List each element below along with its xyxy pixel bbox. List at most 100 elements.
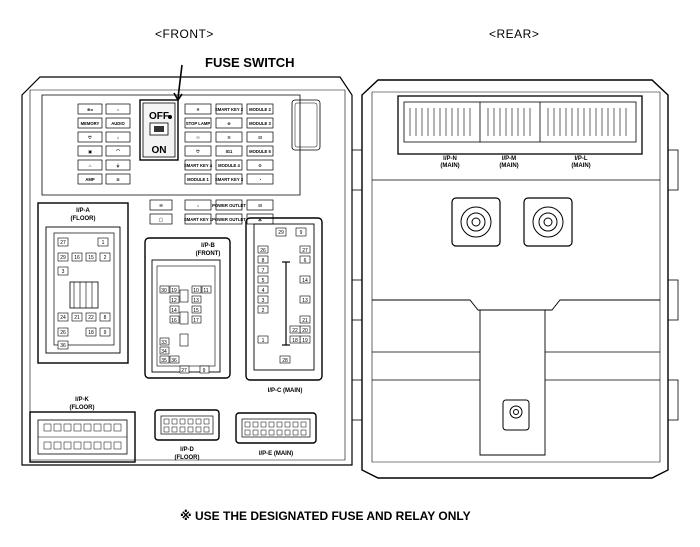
ipc-pin: 9 (300, 230, 303, 236)
connector-ipb (144, 237, 231, 379)
fuse-icon-mirror-2: ⊟ (258, 203, 262, 208)
ipa-pin: 26 (60, 330, 66, 336)
ipc-pin: 2 (262, 308, 265, 314)
fuse-icon-heater: ♨ (88, 163, 92, 168)
ipa-pin: 15 (88, 255, 94, 261)
front-view-title: <FRONT> (155, 27, 214, 41)
connector-ipd (154, 409, 220, 441)
ipc-pin: 3 (262, 298, 265, 304)
ipa-pin: 22 (88, 315, 94, 321)
fuse-icon-wiper: ⌒ (115, 148, 121, 154)
ipa-pin: 16 (74, 255, 80, 261)
ipb-pin: 14 (171, 308, 177, 314)
ipb-pin: 19 (171, 288, 177, 294)
ipa-pin: 24 (60, 315, 66, 321)
fuse-module-3: MODULE 3 (249, 121, 271, 126)
ipb-pin: 33 (161, 340, 167, 346)
fuse-usage-note: ※ USE THE DESIGNATED FUSE AND RELAY ONLY (180, 509, 471, 523)
ipb-pin: 16 (171, 318, 177, 324)
connector-ipc (245, 217, 323, 381)
fuse-icon-airbag: ⚇ (196, 135, 200, 140)
ipb-pin: 34 (161, 349, 167, 355)
ipa-pin: 8 (104, 315, 107, 321)
fuse-grid-bottom (149, 199, 274, 225)
rear-view-title: <REAR> (489, 27, 540, 41)
fuse-icon-gear: ⚙ (258, 163, 262, 168)
fuse-icon-steering: ⊛ (227, 121, 231, 126)
fuse-icon-fan: ✲ (227, 135, 231, 140)
connector-ipa-name: I/P-A (76, 208, 90, 214)
ipc-pin: 20 (302, 328, 308, 334)
fuse-icon-washer: ⏚ (116, 162, 120, 169)
ipa-pin: 27 (60, 240, 66, 246)
ipb-pin: 27 (181, 368, 187, 374)
connector-ipc-name: I/P-C (MAIN) (268, 388, 303, 394)
ipa-pin: 9 (104, 330, 107, 336)
connector-ipe (235, 412, 317, 444)
ipc-pin: 27 (302, 248, 308, 254)
ipb-pin: 9 (203, 368, 206, 374)
fuse-module-4: MODULE 4 (218, 163, 240, 168)
fuse-panel (41, 94, 301, 196)
ipb-pin: 35 (161, 358, 167, 364)
fuse-power-outlet: POWER OUTLET (212, 203, 246, 208)
ipb-pin: 13 (193, 298, 199, 304)
fuse-icon-door: ⊡ (258, 135, 262, 140)
fuse-icon-mirror: ▣ (88, 149, 92, 154)
connector-ipe-name: I/P-E (MAIN) (259, 451, 293, 457)
fuse-icon-horn: ⊕⌀ (87, 107, 94, 112)
fuse-icon-car: ⌂ (117, 135, 120, 140)
fuse-smart-key-1: SMART KEY 1 (184, 217, 213, 222)
ipb-pin: 11 (203, 288, 208, 294)
ipc-pin: 4 (262, 288, 265, 294)
fuse-switch-off: OFF (149, 111, 169, 122)
connector-ipd-name: I/P-D (180, 447, 194, 453)
ipa-pin: 21 (74, 315, 80, 321)
ipa-pin: 1 (102, 240, 105, 246)
ipb-pin: 10 (193, 288, 199, 294)
fuse-icon-lamp: ☼ (116, 107, 120, 112)
connector-ipk (29, 411, 136, 463)
fuse-icon-car-2: ⌂ (197, 203, 200, 208)
connector-ipk-sub: (FLOOR) (70, 405, 95, 411)
fuse-icon-defrost: ≋ (116, 177, 120, 182)
fuse-memory: MEMORY (81, 121, 100, 126)
fuse-ig1: IG1 (226, 149, 233, 154)
fuse-switch[interactable]: OFF ON (139, 99, 179, 161)
ipc-pin: 5 (262, 278, 265, 284)
ipb-pin: 30 (161, 288, 167, 294)
ipb-pin: 15 (193, 308, 199, 314)
fuse-smart-key-3: SMART KEY 3 (215, 177, 244, 182)
ipc-pin: 7 (262, 268, 265, 274)
ipa-pin: 36 (60, 343, 66, 349)
fuse-smart-key-2: SMART KEY 2 (215, 107, 244, 112)
fuse-module-5: MODULE 5 (249, 149, 271, 154)
connector-ipa (37, 202, 129, 364)
fuse-switch-on: ON (152, 145, 167, 156)
fuse-icon-cluster: ◔ (259, 177, 262, 182)
ipa-pin: 3 (62, 269, 65, 275)
fuse-audio: AUDIO (111, 121, 125, 126)
fuse-icon-wiper-2: ⌓ (258, 217, 262, 222)
ipc-pin: 26 (260, 248, 266, 254)
ipb-pin: 17 (193, 318, 199, 324)
connector-ipb-name: I/P-B (201, 243, 215, 249)
connector-ipk-name: I/P-K (75, 397, 89, 403)
fuse-smart-key-4: SMART KEY 4 (184, 163, 213, 168)
ipc-pin: 28 (282, 358, 288, 364)
fuse-switch-label: FUSE SWITCH (205, 55, 295, 70)
ipc-pin: 22 (292, 328, 298, 334)
ipc-pin: 19 (302, 338, 308, 344)
fuse-amp: AMP (85, 177, 95, 182)
front-outer-housing (21, 76, 353, 466)
fuse-stop-lamp: STOP LAMP (186, 121, 210, 126)
ipc-pin: 8 (262, 258, 265, 264)
fuse-power-outlet-2: POWER OUTLET (212, 217, 246, 222)
ipa-pin: 29 (60, 255, 66, 261)
ipc-pin: 18 (292, 338, 298, 344)
ipc-pin: 29 (278, 230, 284, 236)
ipa-pin: 2 (104, 255, 107, 261)
connector-ipd-sub: (FLOOR) (175, 455, 200, 461)
ipb-pin: 12 (171, 298, 177, 304)
